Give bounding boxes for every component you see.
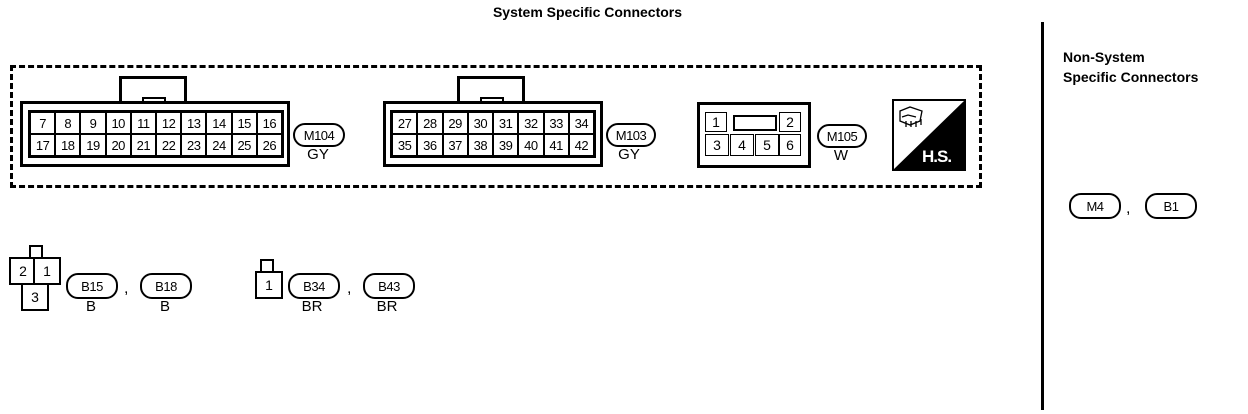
m103-pin: 32 [518, 112, 544, 134]
m104-pin: 16 [256, 112, 282, 134]
m105-key [733, 115, 777, 131]
m4-b1-separator: , [1126, 200, 1131, 217]
m105-pin-3: 3 [705, 134, 729, 156]
b43-color: BR [376, 298, 398, 315]
m103-pin: 27 [392, 112, 418, 134]
m4-label: M4 [1069, 193, 1121, 219]
m104-pin: 25 [231, 134, 257, 156]
hs-logo: H.S. [892, 99, 966, 171]
system-connectors-frame [10, 65, 982, 188]
m103-pin: 34 [568, 112, 594, 134]
m105-pin-2: 2 [779, 112, 801, 132]
m105-pin-5: 5 [755, 134, 779, 156]
m104-pin: 15 [231, 112, 257, 134]
m103-pin: 40 [518, 134, 544, 156]
m103-pin: 35 [392, 134, 418, 156]
b15-color: B [85, 298, 96, 315]
m103-label: M103 [606, 123, 656, 147]
b18-color: B [159, 298, 170, 315]
m103-pin: 28 [417, 112, 443, 134]
m104-color: GY [307, 146, 329, 163]
b15-b18-separator: , [124, 280, 129, 297]
m103-pin: 39 [493, 134, 519, 156]
b43-label: B43 [363, 273, 415, 299]
m104-pin: 14 [206, 112, 232, 134]
m104-pin: 7 [30, 112, 56, 134]
nonsystem-title: Non-System Specific Connectors [1063, 47, 1198, 87]
b15-pin-1: 1 [33, 257, 61, 285]
b34-b43-separator: , [347, 280, 352, 297]
m104-pin: 24 [206, 134, 232, 156]
m104-pin: 10 [105, 112, 131, 134]
m104-pin: 17 [30, 134, 56, 156]
b34-pin-1: 1 [255, 271, 283, 299]
m104-pin: 12 [156, 112, 182, 134]
section-divider [1041, 22, 1044, 410]
m105-color: W [833, 147, 849, 164]
hs-logo-graphic [892, 99, 966, 171]
m105-label: M105 [817, 124, 867, 148]
m105-pin-6: 6 [779, 134, 801, 156]
m103-pin: 38 [467, 134, 493, 156]
b15-pin-3: 3 [21, 283, 49, 311]
m103-pin: 42 [568, 134, 594, 156]
m103-color: GY [618, 146, 640, 163]
m103-pin: 41 [543, 134, 569, 156]
system-specific-title: System Specific Connectors [492, 4, 683, 20]
nonsystem-title-line1: Non-System [1063, 49, 1145, 65]
b1-label: B1 [1145, 193, 1197, 219]
m104-pin: 11 [130, 112, 156, 134]
connector-glyph-icon [899, 106, 923, 127]
m105-pin-4: 4 [730, 134, 754, 156]
m104-label: M104 [293, 123, 345, 147]
b34-color: BR [301, 298, 323, 315]
m104-pin: 13 [181, 112, 207, 134]
m103-pin: 36 [417, 134, 443, 156]
m104-pin: 21 [130, 134, 156, 156]
m103-pin: 37 [442, 134, 468, 156]
m103-pin: 33 [543, 112, 569, 134]
m103-pin: 30 [467, 112, 493, 134]
nonsystem-title-line2: Specific Connectors [1063, 69, 1199, 85]
b34-label: B34 [288, 273, 340, 299]
m104-pin: 23 [181, 134, 207, 156]
m104-pin: 20 [105, 134, 131, 156]
m104-pin: 8 [55, 112, 81, 134]
m103-pin: 29 [442, 112, 468, 134]
b15-label: B15 [66, 273, 118, 299]
m105-pin-1: 1 [705, 112, 727, 132]
m104-pin: 18 [55, 134, 81, 156]
m104-pin: 9 [80, 112, 106, 134]
hs-logo-text: H.S. [922, 147, 952, 166]
m104-pin: 26 [256, 134, 282, 156]
m104-pin: 19 [80, 134, 106, 156]
m104-pin: 22 [156, 134, 182, 156]
b18-label: B18 [140, 273, 192, 299]
m103-pin: 31 [493, 112, 519, 134]
